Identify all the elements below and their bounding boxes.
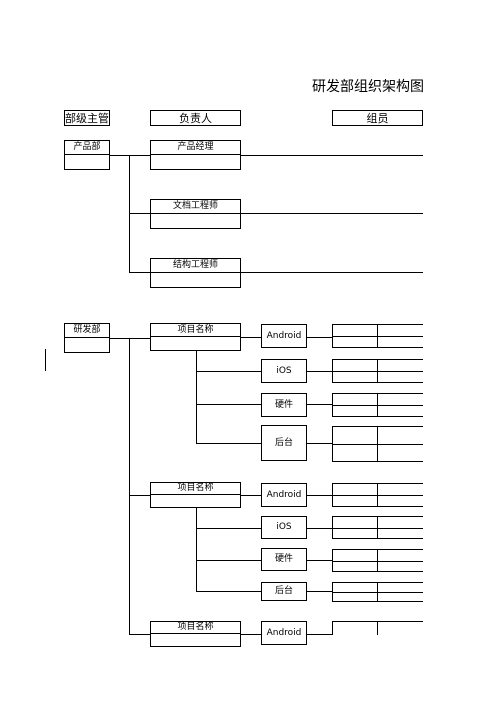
member-grid bbox=[332, 582, 423, 602]
role-node-product-manager: 产品经理 bbox=[150, 140, 241, 170]
platform-node-backend: 后台 bbox=[261, 425, 307, 461]
connector bbox=[196, 508, 197, 591]
project-label: 项目名称 bbox=[151, 483, 240, 495]
role-label: 结构工程师 bbox=[151, 259, 240, 273]
connector bbox=[196, 591, 261, 592]
member-grid bbox=[332, 324, 423, 348]
connector bbox=[110, 155, 150, 156]
connector bbox=[241, 495, 261, 496]
project-node: 项目名称 bbox=[150, 621, 241, 647]
connector bbox=[129, 338, 130, 634]
member-line bbox=[307, 591, 332, 592]
project-label: 项目名称 bbox=[151, 324, 240, 337]
platform-node-android: Android bbox=[261, 621, 307, 645]
member-line bbox=[307, 560, 332, 561]
member-line bbox=[307, 528, 332, 529]
member-grid bbox=[332, 516, 423, 539]
platform-node-android: Android bbox=[261, 324, 307, 348]
connector bbox=[196, 560, 261, 561]
platform-node-ios: iOS bbox=[261, 359, 307, 383]
connector bbox=[196, 528, 261, 529]
member-line bbox=[241, 155, 423, 156]
project-node: 项目名称 bbox=[150, 482, 241, 508]
connector bbox=[129, 495, 150, 496]
connector bbox=[241, 634, 261, 635]
connector bbox=[196, 404, 261, 405]
chart-title: 研发部组织架构图 bbox=[312, 79, 424, 95]
member-line bbox=[307, 495, 332, 496]
member-line bbox=[307, 443, 332, 444]
connector bbox=[196, 371, 261, 372]
role-label: 文档工程师 bbox=[151, 200, 240, 214]
member-line bbox=[307, 404, 332, 405]
header-owner: 负责人 bbox=[150, 110, 241, 126]
platform-node-hardware: 硬件 bbox=[261, 548, 307, 571]
member-line bbox=[307, 371, 332, 372]
project-label: 项目名称 bbox=[151, 622, 240, 634]
member-grid bbox=[332, 483, 423, 507]
rd-dept-node: 研发部 bbox=[64, 323, 110, 353]
connector bbox=[129, 213, 150, 214]
connector bbox=[129, 272, 150, 273]
member-line bbox=[307, 634, 332, 635]
header-dept-head: 部级主管 bbox=[64, 110, 110, 126]
product-dept-node: 产品部 bbox=[64, 140, 110, 170]
platform-node-hardware: 硬件 bbox=[261, 393, 307, 417]
member-grid bbox=[332, 549, 423, 572]
text-cursor bbox=[45, 349, 46, 371]
member-line bbox=[307, 337, 332, 338]
member-grid bbox=[332, 359, 423, 383]
role-node-structural-engineer: 结构工程师 bbox=[150, 258, 241, 288]
project-node: 项目名称 bbox=[150, 323, 241, 351]
role-node-doc-engineer: 文档工程师 bbox=[150, 199, 241, 229]
member-line bbox=[241, 213, 423, 214]
member-line bbox=[241, 272, 423, 273]
header-members: 组员 bbox=[332, 110, 423, 126]
platform-node-backend: 后台 bbox=[261, 582, 307, 601]
member-grid bbox=[332, 621, 423, 635]
platform-node-ios: iOS bbox=[261, 516, 307, 539]
connector bbox=[241, 337, 261, 338]
platform-node-android: Android bbox=[261, 483, 307, 507]
connector bbox=[196, 351, 197, 443]
member-grid bbox=[332, 393, 423, 417]
product-dept-label: 产品部 bbox=[65, 141, 109, 155]
connector bbox=[110, 338, 150, 339]
member-grid bbox=[332, 426, 423, 462]
connector bbox=[129, 634, 150, 635]
rd-dept-label: 研发部 bbox=[65, 324, 109, 338]
connector bbox=[196, 443, 261, 444]
role-label: 产品经理 bbox=[151, 141, 240, 155]
